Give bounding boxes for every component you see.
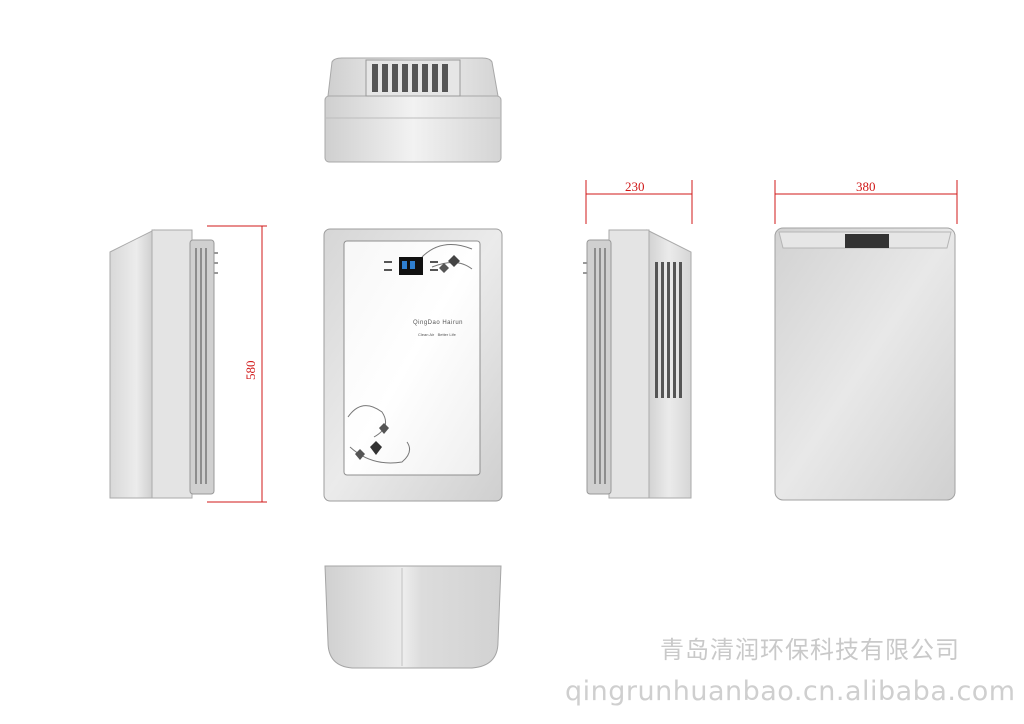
side-slots-right	[594, 248, 606, 484]
watermark-url: qingrunhuanbao.cn.alibaba.com	[565, 676, 1016, 707]
height-label: 580	[243, 360, 258, 381]
back-width-label: 380	[856, 179, 876, 194]
right-side-view	[583, 229, 692, 499]
side-slots-left	[195, 248, 207, 484]
height-dimension-line	[207, 225, 267, 503]
back-view	[774, 227, 956, 501]
back-handle	[845, 234, 889, 248]
brand-sub-line: Clean Air Better Life	[418, 332, 456, 337]
watermark-company-name: 青岛清润环保科技有限公司	[660, 636, 960, 664]
side-width-label: 230	[625, 179, 645, 194]
back-width-dimension-line	[774, 180, 958, 224]
side-width-dimension-line	[585, 180, 693, 224]
bottom-view	[324, 565, 502, 669]
side-vent-grille	[655, 262, 682, 398]
front-view	[323, 228, 503, 502]
left-side-view	[109, 229, 218, 499]
top-view	[324, 57, 502, 163]
brand-line: QingDao Hairun	[413, 320, 464, 326]
top-vent-grille	[372, 64, 448, 92]
